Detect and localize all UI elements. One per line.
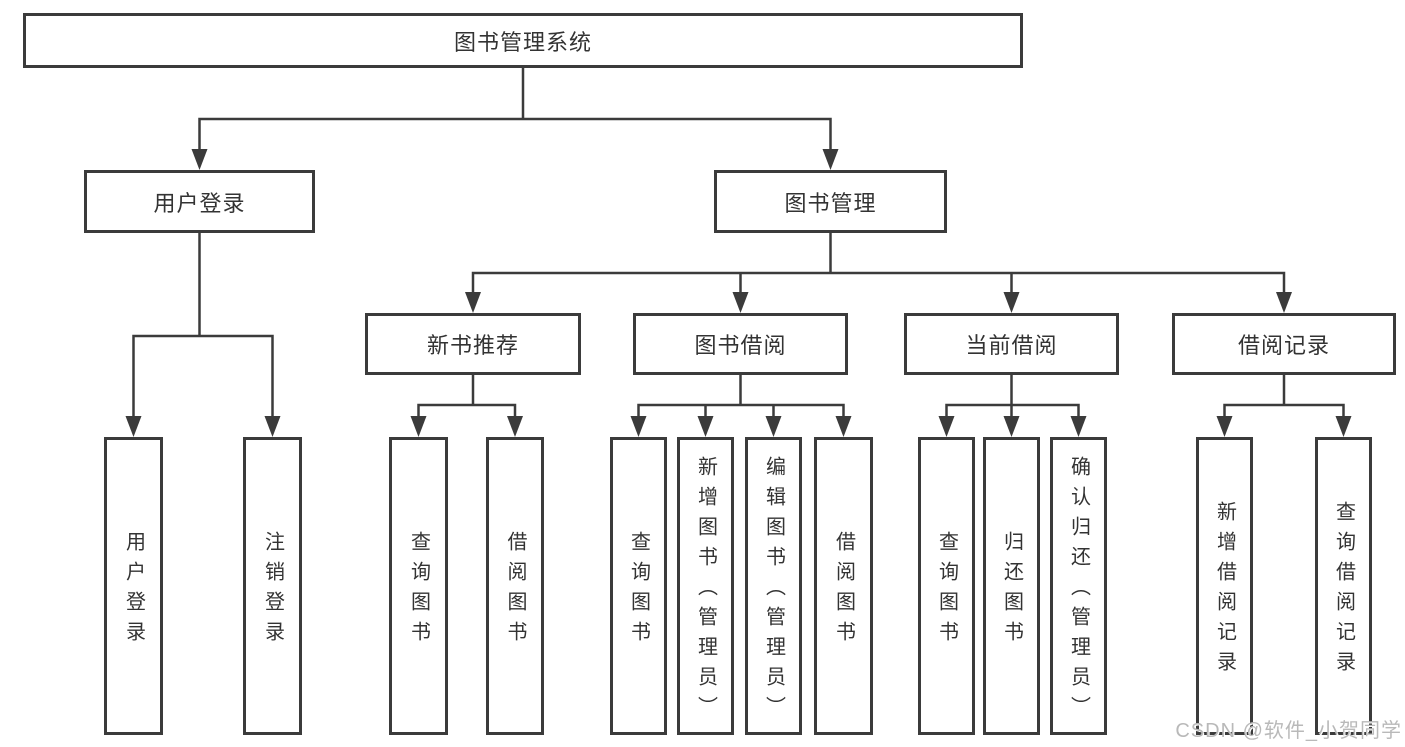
leaf-return-book: 归还图书 (983, 437, 1040, 735)
arrowhead-icon (1276, 292, 1292, 313)
node-user-login: 用户登录 (84, 170, 315, 233)
arrowhead-icon (264, 416, 281, 437)
connector-path (132, 66, 1345, 420)
arrowhead-icon (1216, 416, 1233, 437)
node-library-system: 图书管理系统 (23, 13, 1023, 68)
arrowhead-icon (630, 416, 647, 437)
node-book-management: 图书管理 (714, 170, 947, 233)
leaf-add-borrow-record: 新增借阅记录 (1196, 437, 1253, 735)
node-borrow-records: 借阅记录 (1172, 313, 1396, 375)
leaf-query-books-borrow: 查询图书 (610, 437, 667, 735)
arrowhead-icon (1335, 416, 1352, 437)
arrowhead-icon (732, 292, 749, 313)
arrowhead-icon (410, 416, 427, 437)
csdn-watermark: CSDN @软件_小贺同学 (1175, 720, 1402, 742)
leaf-borrow-book: 借阅图书 (814, 437, 873, 735)
arrowhead-icon (822, 149, 839, 170)
arrowhead-icon (1070, 416, 1087, 437)
arrowhead-icon (1003, 292, 1020, 313)
leaf-borrow-books-recommend: 借阅图书 (486, 437, 544, 735)
leaf-edit-book-admin: 编辑图书（管理员） (745, 437, 802, 735)
arrowhead-icon (1003, 416, 1020, 437)
arrowhead-icon (938, 416, 955, 437)
arrowhead-icon (191, 149, 208, 170)
arrowhead-icon (697, 416, 714, 437)
leaf-logout: 注销登录 (243, 437, 302, 735)
leaf-query-books-current: 查询图书 (918, 437, 975, 735)
node-current-borrow: 当前借阅 (904, 313, 1119, 375)
arrowhead-icon (125, 416, 142, 437)
arrowhead-icon (507, 416, 523, 437)
arrowhead-icon (835, 416, 852, 437)
leaf-add-book-admin: 新增图书（管理员） (677, 437, 734, 735)
arrowhead-icon (465, 292, 481, 313)
leaf-user-login: 用户登录 (104, 437, 163, 735)
leaf-query-books-recommend: 查询图书 (389, 437, 448, 735)
node-book-borrow: 图书借阅 (633, 313, 848, 375)
arrowhead-icon (765, 416, 782, 437)
node-new-book-recommend: 新书推荐 (365, 313, 581, 375)
leaf-query-borrow-record: 查询借阅记录 (1315, 437, 1372, 735)
leaf-confirm-return-admin: 确认归还（管理员） (1050, 437, 1107, 735)
